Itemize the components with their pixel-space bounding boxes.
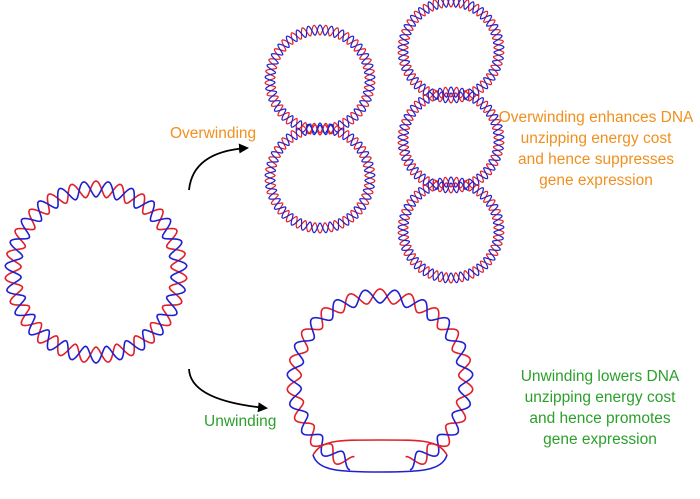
overwinding-arrow <box>188 143 249 191</box>
triple-bottom-strand-blue <box>397 176 505 284</box>
overwound-figure-eight <box>264 24 376 234</box>
fig8-lower-strand-blue <box>264 122 376 234</box>
overwinding-caption-line: Overwinding enhances DNA <box>498 109 694 126</box>
overwinding-caption-line: and hence suppresses <box>518 151 674 168</box>
fig8-upper-strand-blue <box>264 24 376 136</box>
unzipped-bubble-strand-red <box>312 439 448 456</box>
overwinding-caption: Overwinding enhances DNA unzipping energ… <box>498 107 694 191</box>
unwinding-label: Unwinding <box>204 413 277 430</box>
unwound-helix-strand-blue <box>286 289 474 471</box>
overwinding-label: Overwinding <box>170 125 257 142</box>
unwinding-caption-line: and hence promotes <box>529 410 671 427</box>
unwound-helix-strand-red <box>286 288 474 465</box>
unzipped-bubble-strand-blue <box>312 454 448 473</box>
overwinding-caption-line: gene expression <box>539 172 653 189</box>
unwound-circular-dna <box>286 288 474 473</box>
overwound-triple-loop <box>397 0 505 284</box>
unwinding-caption: Unwinding lowers DNA unzipping energy co… <box>514 366 686 450</box>
unwinding-arrow <box>188 368 268 413</box>
overwinding-caption-line: unzipping energy cost <box>520 130 672 147</box>
unwinding-caption-line: gene expression <box>543 431 657 448</box>
relaxed-strand-blue <box>4 181 188 364</box>
relaxed-circular-dna <box>4 180 188 364</box>
unwinding-caption-line: Unwinding lowers DNA <box>520 368 680 385</box>
unwinding-caption-line: unzipping energy cost <box>524 389 676 406</box>
